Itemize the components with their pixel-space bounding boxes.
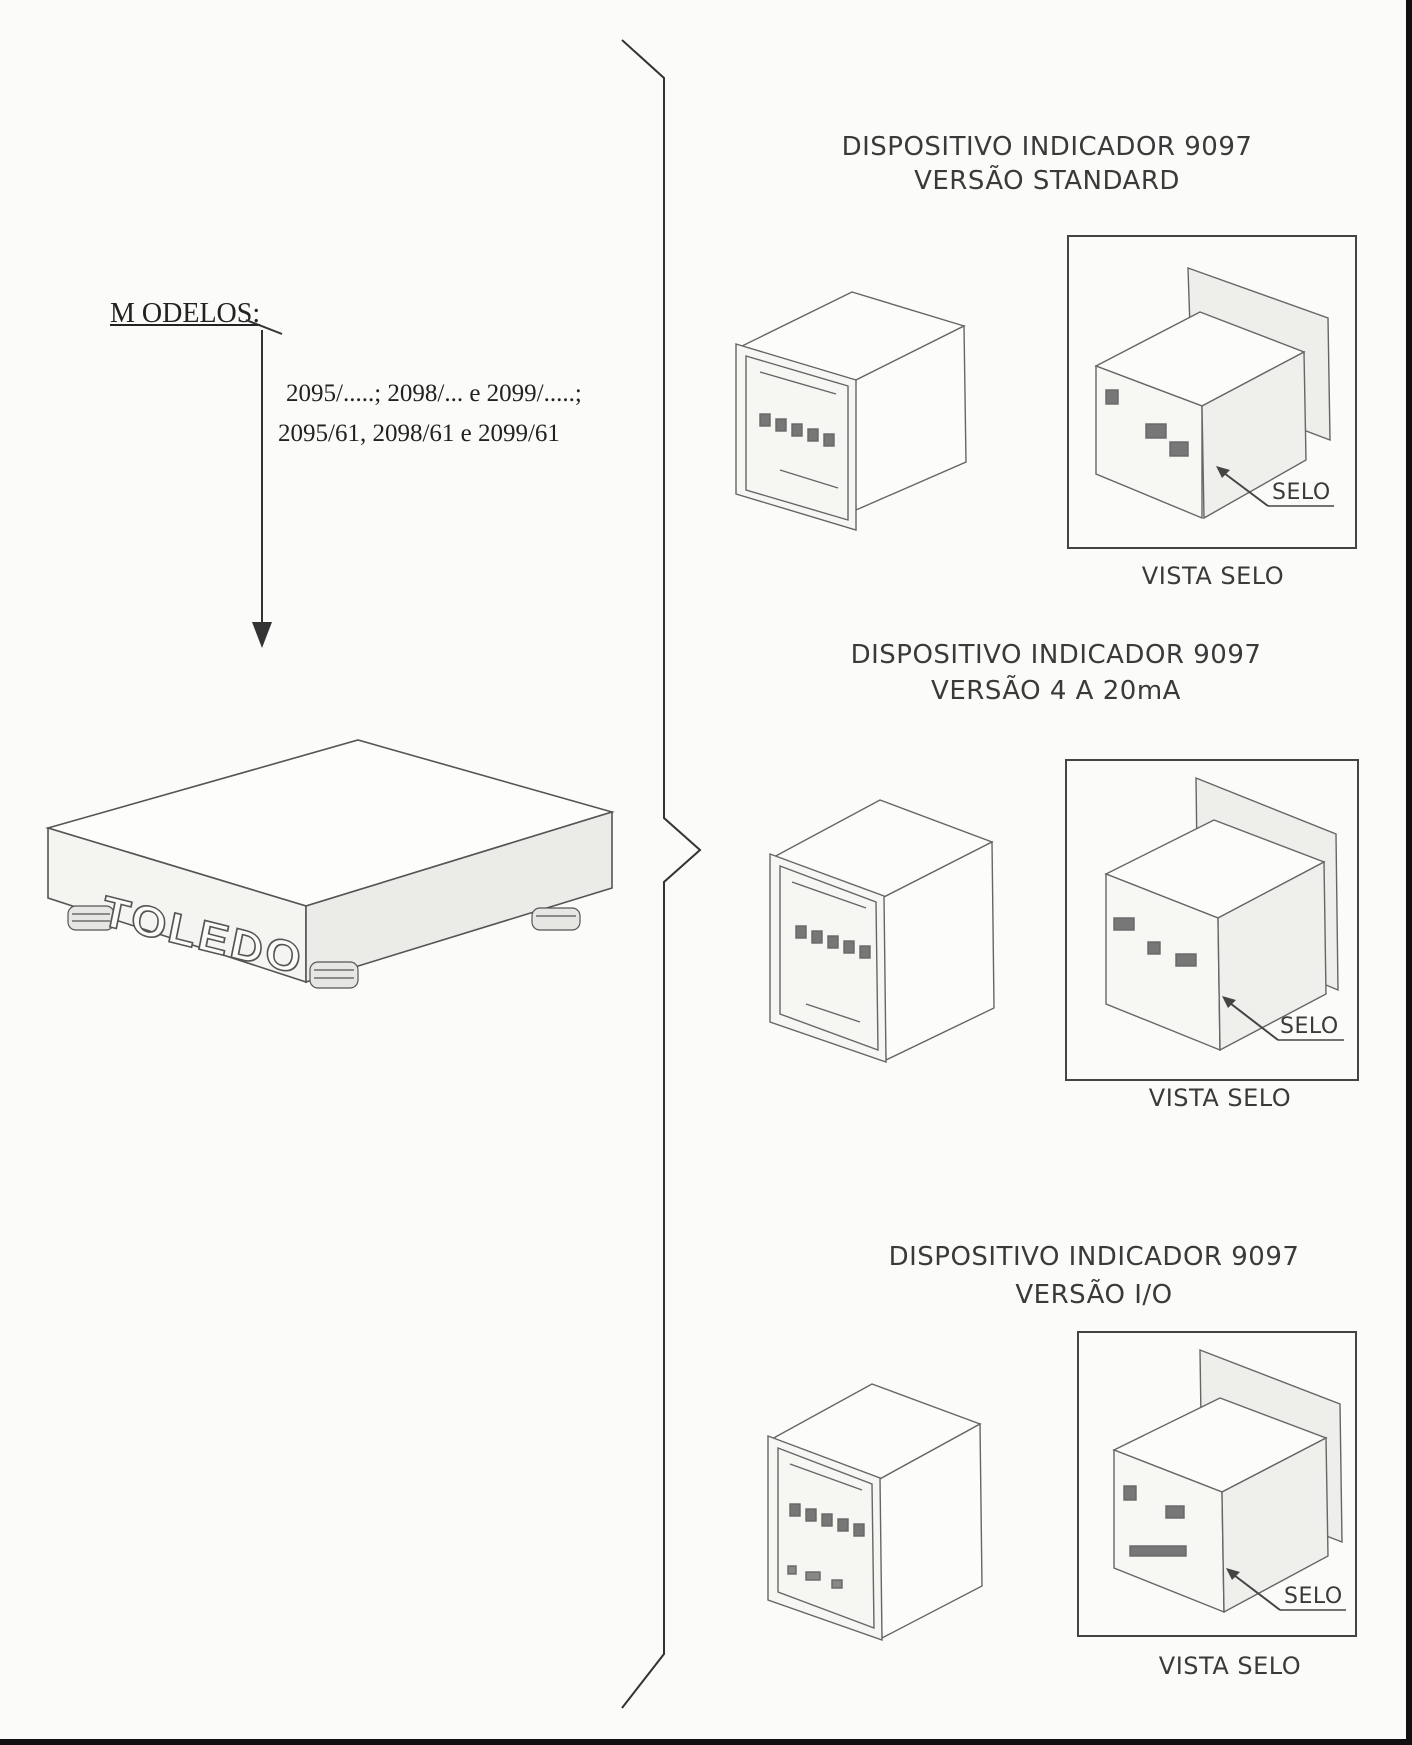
device-1-view-caption: VISTA SELO xyxy=(1141,562,1285,590)
device-2-version: VERSÃO 4 A 20mA xyxy=(931,676,1181,706)
device-3-version: VERSÃO I/O xyxy=(1015,1280,1173,1310)
device-3-view-caption: VISTA SELO xyxy=(1158,1652,1302,1680)
device-2-view-caption: VISTA SELO xyxy=(1148,1084,1292,1112)
models-heading: M ODELOS: xyxy=(110,298,261,329)
models-line-2: 2095/61, 2098/61 e 2099/61 xyxy=(278,420,560,447)
device-1-seal-label: SELO xyxy=(1272,480,1331,505)
models-line-1: 2095/.....; 2098/... e 2099/.....; xyxy=(286,380,582,407)
device-2-seal-label: SELO xyxy=(1280,1014,1339,1039)
device-2-title: DISPOSITIVO INDICADOR 9097 xyxy=(850,640,1262,670)
device-1-version: VERSÃO STANDARD xyxy=(914,166,1180,196)
device-1-title: DISPOSITIVO INDICADOR 9097 xyxy=(841,132,1253,162)
device-3-title: DISPOSITIVO INDICADOR 9097 xyxy=(888,1242,1300,1272)
device-3-seal-label: SELO xyxy=(1284,1584,1343,1609)
